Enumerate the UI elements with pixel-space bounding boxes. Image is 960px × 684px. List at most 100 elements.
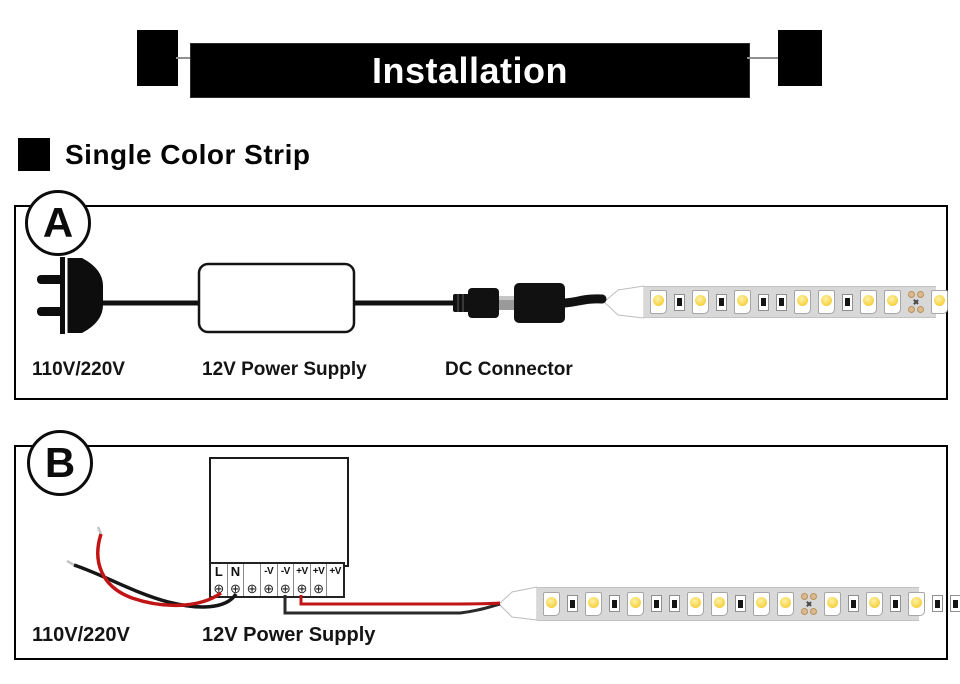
terminal-cell-+V: +V ⊕	[311, 564, 328, 596]
terminal-label: N	[230, 564, 241, 579]
led-chip-icon	[543, 591, 560, 616]
solder-pad-dot	[917, 291, 924, 298]
terminal-screw-icon: ⊕	[263, 581, 275, 596]
led-chip-icon	[627, 591, 644, 616]
resistor-icon	[848, 595, 859, 612]
resistor-icon	[758, 293, 769, 311]
label-input-voltage-b: 110V/220V	[32, 624, 130, 646]
resistor-icon	[674, 293, 685, 311]
resistor-icon	[932, 595, 943, 612]
resistor-icon	[950, 595, 960, 612]
led-chip-icon	[687, 591, 704, 616]
panel-b-letter: B	[44, 439, 76, 486]
ac-input-wires	[66, 526, 238, 609]
solder-pads-icon	[801, 591, 817, 617]
terminal-screw-icon: ⊕	[229, 581, 241, 596]
led-strip-a	[604, 285, 948, 319]
led-chip-icon	[650, 290, 667, 314]
terminal-label: L	[214, 564, 223, 579]
terminal-cell--V: -V ⊕	[278, 564, 295, 596]
led-chip-icon	[884, 290, 901, 314]
terminal-screw-icon: ⊕	[279, 581, 291, 596]
terminal-cell--V: -V ⊕	[261, 564, 278, 596]
header-right-connector-line	[747, 57, 779, 59]
terminal-screw-icon: ⊕	[246, 581, 258, 596]
terminal-label: -V	[280, 566, 291, 577]
terminal-screw-icon: ⊕	[313, 581, 325, 596]
ac-plug-icon	[37, 257, 103, 334]
solder-pad-dot	[801, 592, 808, 600]
strip-b-body	[537, 586, 960, 621]
solder-pad-dot	[908, 306, 915, 313]
input-wire-black	[73, 563, 238, 609]
terminal-cell-+V: +V	[327, 564, 343, 596]
input-wire-red	[96, 533, 223, 608]
solder-pad-dot	[801, 607, 808, 615]
output-wire-red	[299, 595, 501, 606]
solder-pad-dot	[908, 291, 915, 298]
panel-b: B L⊕N⊕⊕-V⊕-V⊕+V⊕+V⊕+V 110V/220V 12V Powe…	[14, 430, 960, 660]
resistor-icon	[842, 293, 853, 311]
panel-a-letter: A	[42, 199, 74, 246]
resistor-icon	[735, 595, 746, 612]
resistor-icon	[609, 595, 620, 612]
terminal-label: +V	[296, 566, 308, 577]
psu-a-box	[197, 262, 356, 334]
label-dc-connector: DC Connector	[445, 359, 573, 380]
header-left-connector-line	[176, 57, 192, 59]
terminal-label: +V	[329, 566, 341, 577]
label-psu-b: 12V Power Supply	[202, 624, 376, 646]
solder-pad-dot	[810, 592, 817, 600]
resistor-icon	[776, 293, 787, 311]
terminal-label: +V	[312, 566, 325, 577]
led-chip-icon	[585, 591, 602, 616]
strip-end-connector-icon	[604, 285, 644, 319]
resistor-icon	[651, 595, 662, 612]
led-chip-icon	[777, 591, 794, 616]
section-bullet-square	[18, 138, 50, 171]
led-chip-icon	[734, 290, 751, 314]
terminal-cell-+V: +V ⊕	[294, 564, 311, 596]
label-psu-a: 12V Power Supply	[202, 359, 367, 380]
solder-pads-icon	[908, 289, 924, 315]
led-chip-icon	[860, 290, 877, 314]
panel-a-diagram	[37, 257, 607, 334]
psu-terminal-block: L⊕N⊕⊕-V⊕-V⊕+V⊕+V⊕+V	[209, 562, 345, 598]
terminal-cell-N: N⊕	[228, 564, 245, 596]
led-chip-icon	[692, 290, 709, 314]
output-wire-black	[283, 595, 501, 615]
led-chip-icon	[824, 591, 841, 616]
led-chip-icon	[794, 290, 811, 314]
resistor-icon	[669, 595, 680, 612]
led-chip-icon	[818, 290, 835, 314]
label-input-voltage-a: 110V/220V	[32, 359, 125, 380]
resistor-icon	[567, 595, 578, 612]
header-banner: Installation	[190, 43, 750, 98]
led-strip-b	[499, 586, 960, 621]
section-title: Single Color Strip	[65, 139, 311, 170]
panel-b-badge: B	[27, 430, 93, 496]
terminal-screw-icon: ⊕	[213, 581, 225, 596]
panel-b-wires	[66, 526, 501, 615]
led-chip-icon	[908, 591, 925, 616]
led-chip-icon	[931, 290, 948, 314]
solder-pad-dot	[917, 306, 924, 313]
panel-a: A 11	[14, 190, 948, 400]
dc-connector-icon	[453, 283, 607, 323]
terminal-cell-blank: ⊕	[244, 564, 261, 596]
psu-b-box	[209, 457, 349, 567]
strip-a-body	[644, 286, 948, 318]
resistor-icon	[890, 595, 901, 612]
terminal-label: -V	[264, 566, 274, 577]
strip-end-connector-icon	[499, 586, 537, 621]
led-chip-icon	[753, 591, 770, 616]
led-chip-icon	[711, 591, 728, 616]
page-title: Installation	[371, 49, 569, 91]
dc-output-wires	[283, 595, 501, 615]
terminal-screw-icon: ⊕	[296, 581, 308, 596]
solder-pad-dot	[810, 607, 817, 615]
led-chip-icon	[866, 591, 883, 616]
resistor-icon	[716, 293, 727, 311]
header-left-square	[137, 30, 178, 86]
panel-a-badge: A	[25, 190, 91, 256]
